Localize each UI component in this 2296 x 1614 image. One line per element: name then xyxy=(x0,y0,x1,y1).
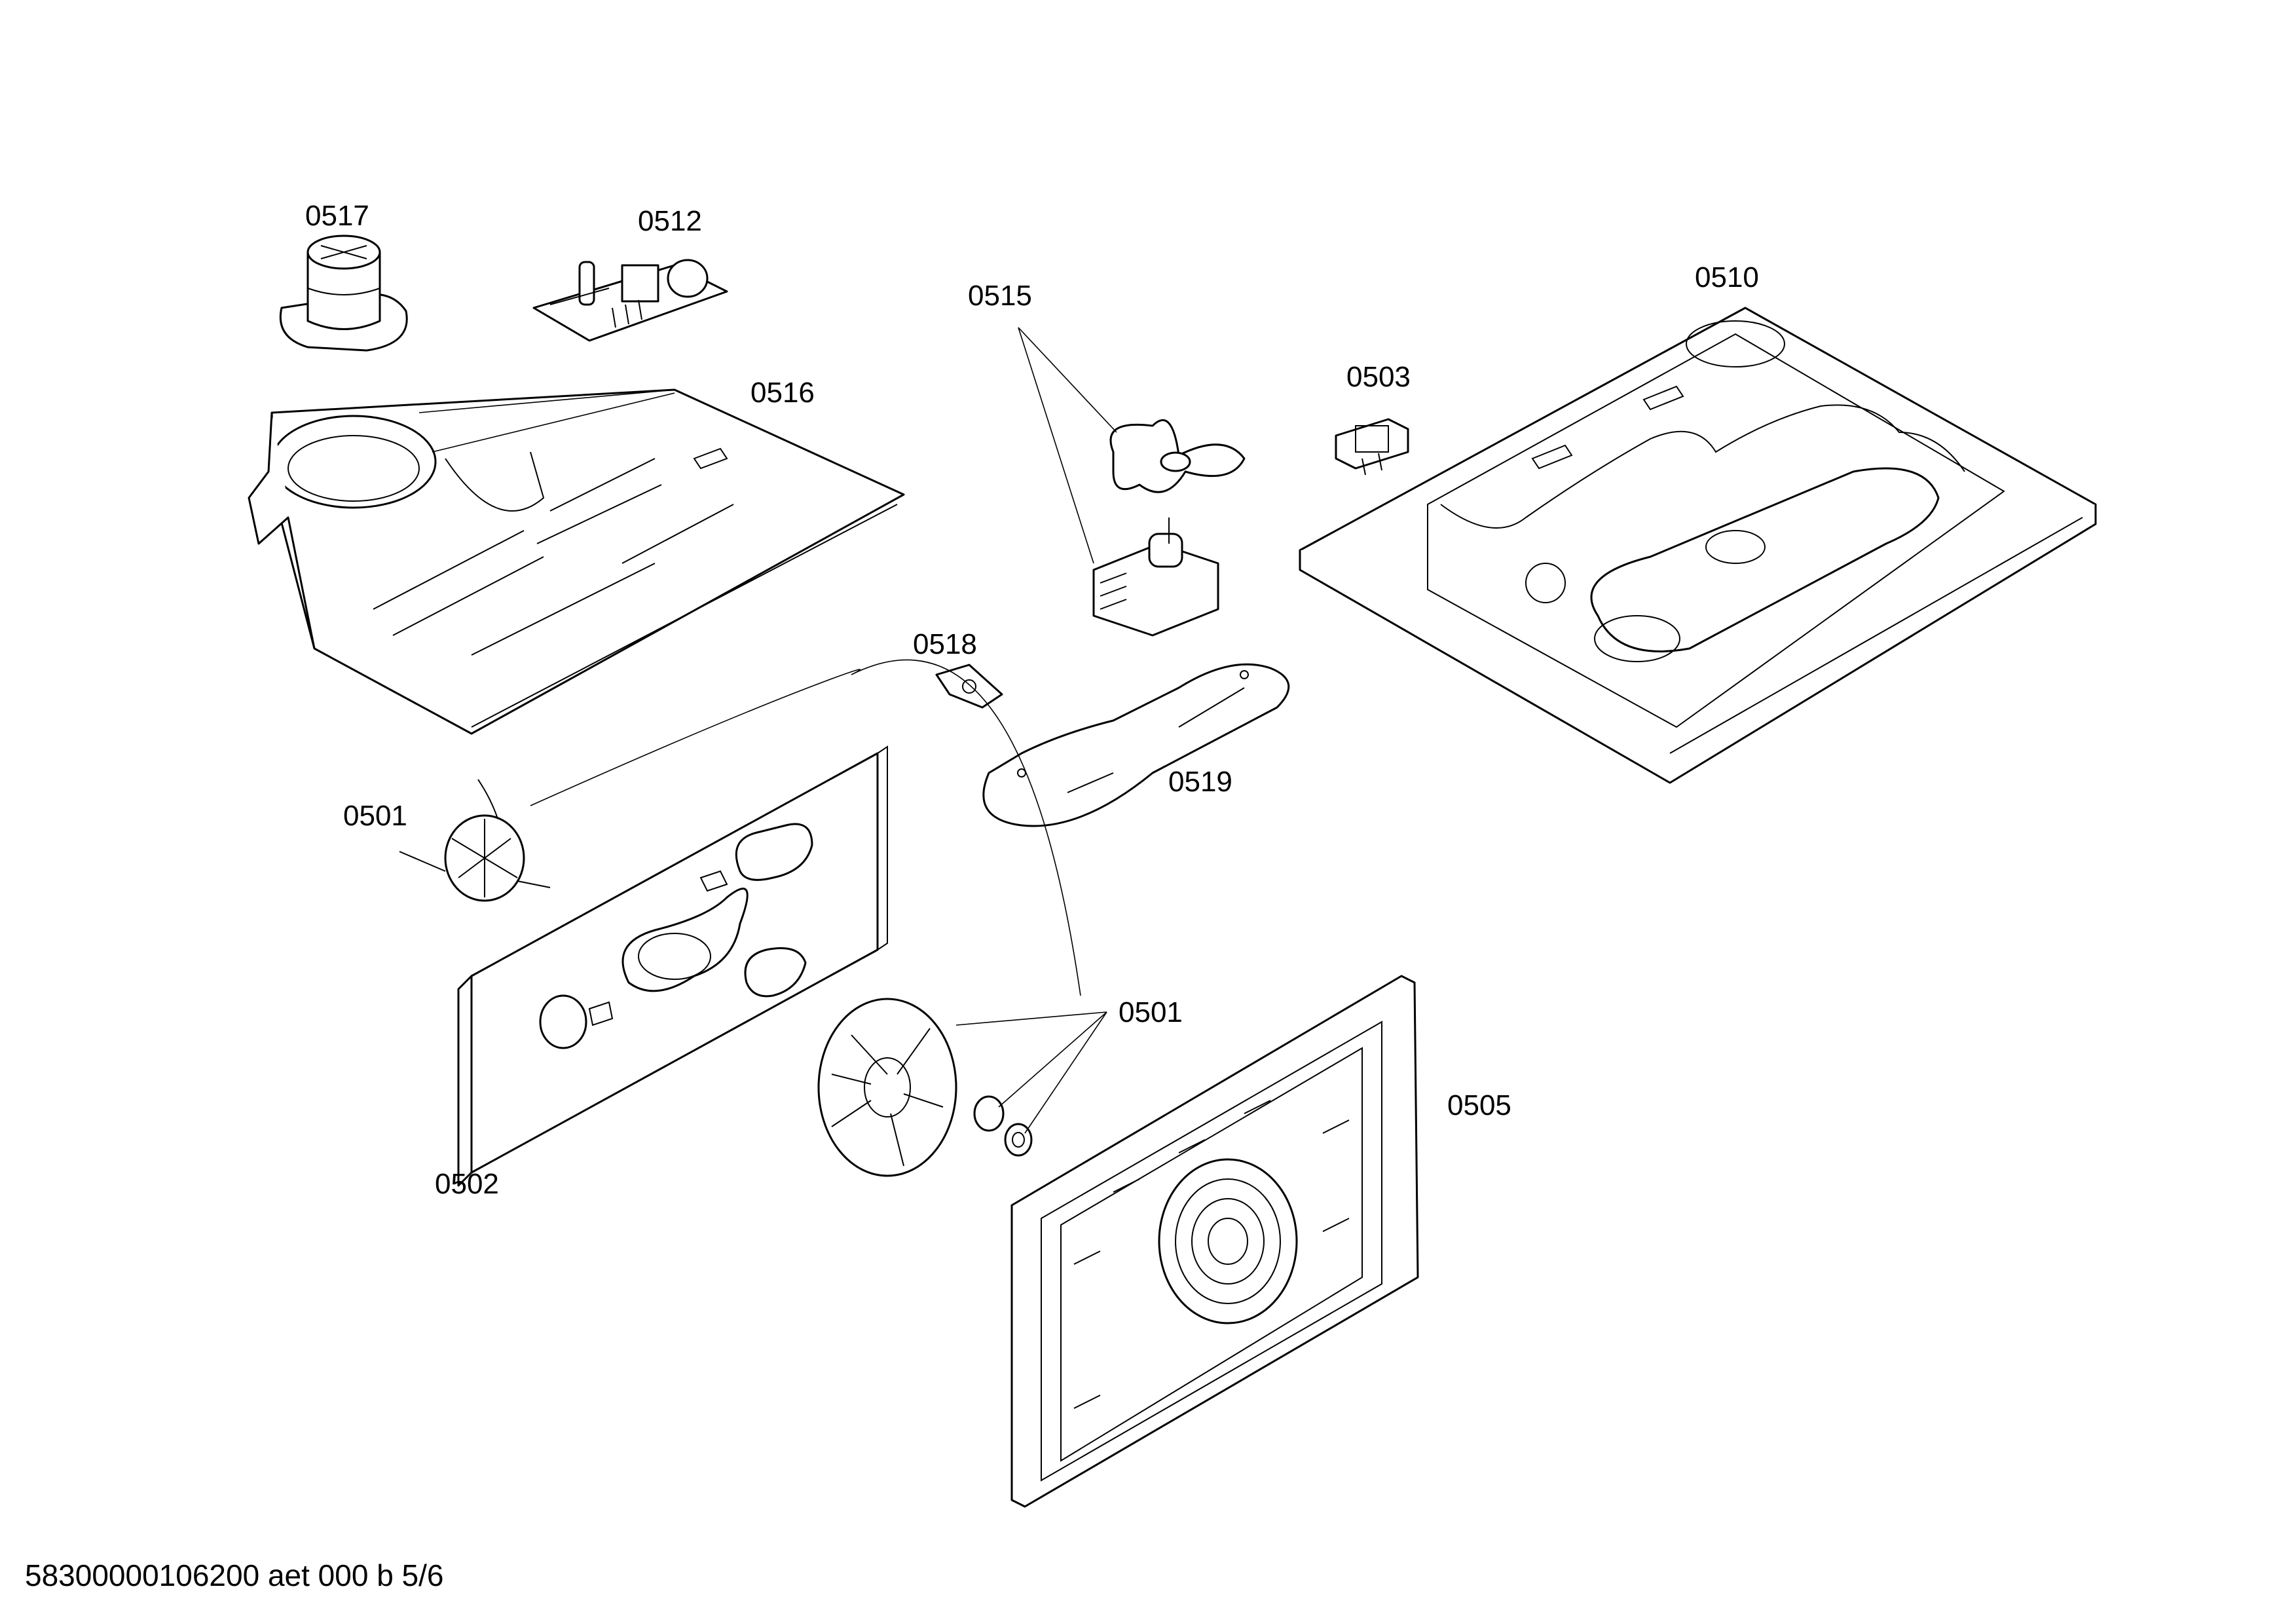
part-label-0516: 0516 xyxy=(750,377,815,409)
heater-cover-plate-0519 xyxy=(982,663,1290,827)
drawing-reference-footer: 58300000106200 aet 000 b 5/6 xyxy=(25,1558,444,1592)
thermostat-0503 xyxy=(1335,418,1409,476)
part-label-0501-lower: 0501 xyxy=(1119,996,1183,1028)
oven-top-casing-0510 xyxy=(1299,307,2097,784)
fan-cover-0505 xyxy=(1010,975,1419,1508)
duct-collar-0517 xyxy=(279,235,408,352)
part-label-0510: 0510 xyxy=(1695,261,1759,293)
fan-wheel-0501-lower xyxy=(817,998,1033,1177)
back-panel-0502 xyxy=(457,745,888,1187)
heating-element-0501-upper xyxy=(399,779,551,902)
part-label-0515: 0515 xyxy=(968,280,1032,312)
part-label-0517: 0517 xyxy=(305,200,369,232)
part-label-0519: 0519 xyxy=(1168,766,1232,798)
part-label-0505: 0505 xyxy=(1447,1089,1511,1121)
part-label-0503: 0503 xyxy=(1346,361,1411,393)
fan-motor-0515 xyxy=(1092,419,1246,637)
air-duct-cover-0516 xyxy=(248,388,905,735)
circuit-board-0512 xyxy=(532,259,728,342)
part-label-0502: 0502 xyxy=(435,1168,499,1200)
part-label-0501-upper: 0501 xyxy=(343,800,407,832)
part-label-0512: 0512 xyxy=(638,205,702,237)
part-label-0518: 0518 xyxy=(913,628,977,660)
bracket-0518 xyxy=(935,664,1003,709)
